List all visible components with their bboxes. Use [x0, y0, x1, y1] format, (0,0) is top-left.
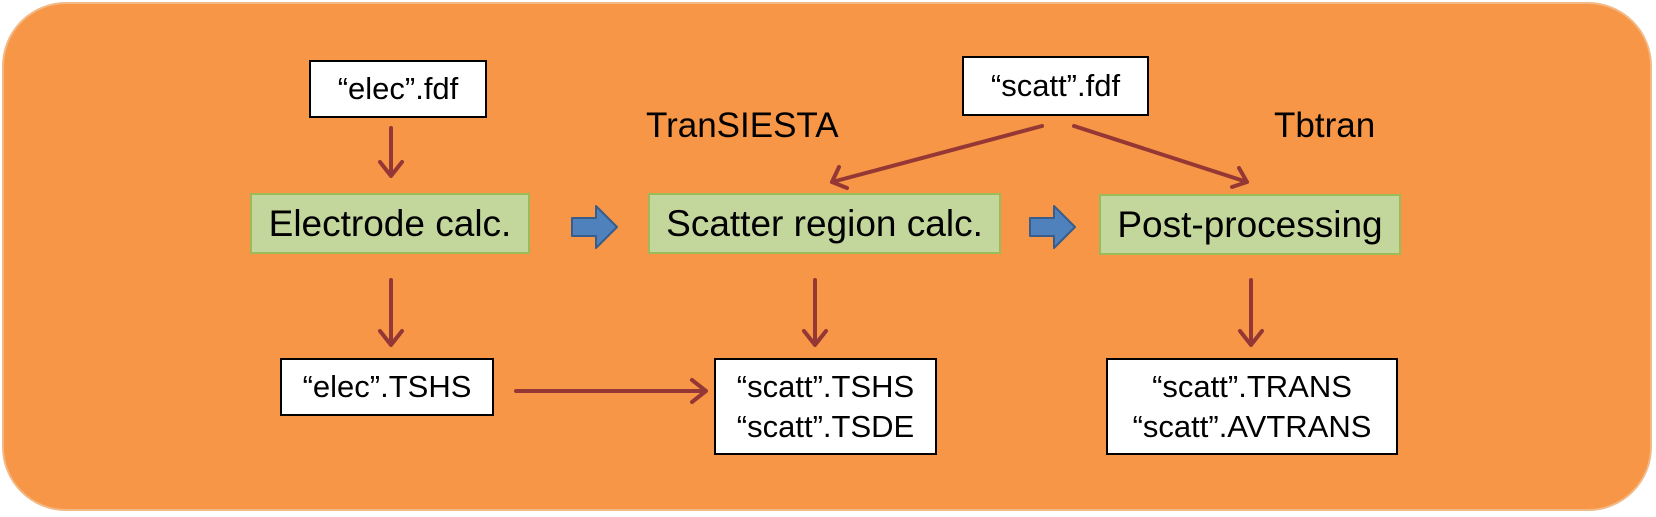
electrode-calc-box: Electrode calc. [250, 193, 530, 254]
elec-tshs-box: “elec”.TSHS [280, 358, 494, 416]
arrowhead [1230, 166, 1249, 189]
transiesta-label: TranSIESTA [646, 106, 839, 145]
scatt-fdf-box: “scatt”.fdf [962, 56, 1149, 116]
arrowhead [378, 160, 404, 178]
elec-tshs-label: “elec”.TSHS [302, 369, 472, 404]
scatter-calc-label: Scatter region calc. [666, 202, 983, 244]
arrowhead [378, 329, 404, 347]
scatt-trans-box: “scatt”.TRANS “scatt”.AVTRANS [1106, 358, 1398, 455]
post-processing-box: Post-processing [1099, 194, 1401, 255]
arrow-scatt-fdf-to-post [1072, 124, 1249, 184]
scatt-trans-label: “scatt”.TRANS [1152, 368, 1352, 404]
tbtran-label: Tbtran [1274, 106, 1376, 145]
scatt-avtrans-label: “scatt”.AVTRANS [1132, 408, 1372, 444]
scatt-tsde-label: “scatt”.TSDE [736, 408, 915, 444]
arrowhead [802, 329, 828, 347]
post-processing-label: Post-processing [1117, 203, 1383, 245]
flow-arrow-electrode-to-scatter [571, 205, 618, 249]
elec-fdf-label: “elec”.fdf [337, 71, 459, 106]
electrode-calc-label: Electrode calc. [268, 202, 512, 244]
scatt-fdf-label: “scatt”.fdf [990, 68, 1121, 103]
scatt-tsde-box: “scatt”.TSHS “scatt”.TSDE [714, 358, 937, 455]
arrow-scatt-fdf-to-scatter [830, 124, 1044, 184]
flow-arrow-scatter-to-post [1029, 205, 1076, 249]
arrowhead [1238, 329, 1264, 347]
elec-fdf-box: “elec”.fdf [309, 60, 487, 118]
arrowhead [830, 165, 849, 190]
scatter-calc-box: Scatter region calc. [648, 193, 1001, 254]
scatt-tshs-label: “scatt”.TSHS [736, 368, 915, 404]
arrowhead [690, 378, 708, 404]
